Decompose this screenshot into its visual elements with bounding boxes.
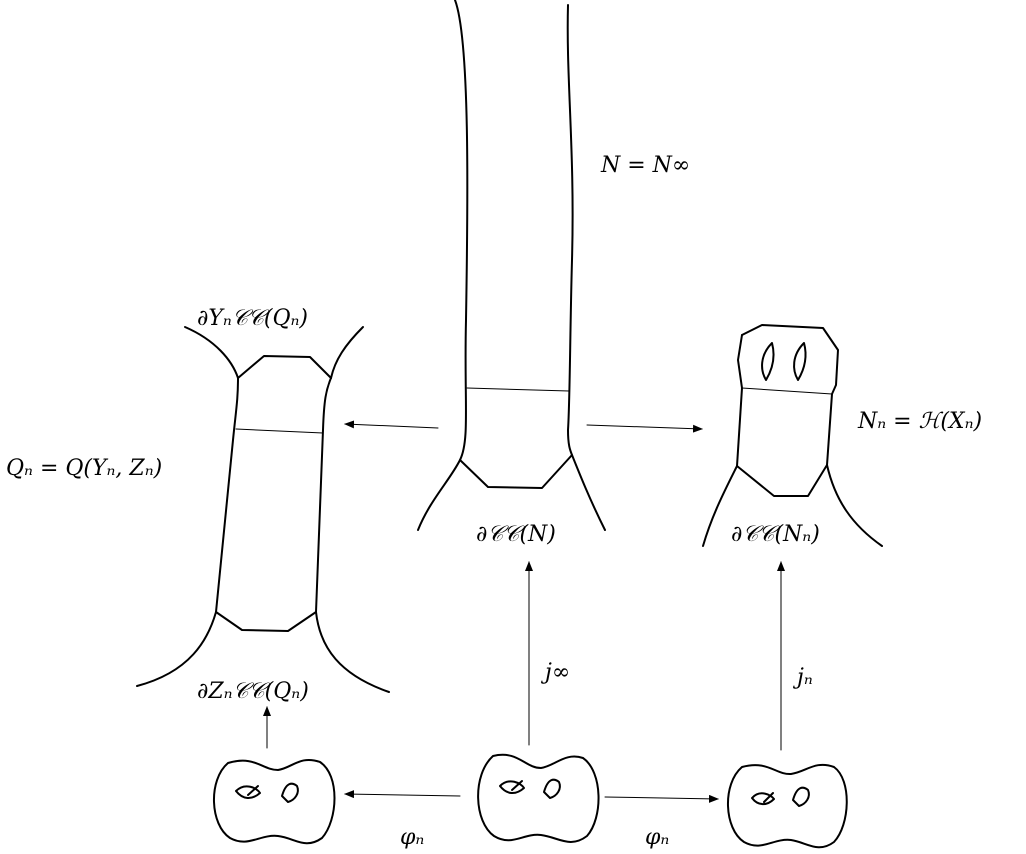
arrow-to-q-n bbox=[344, 420, 439, 429]
arrow-phi-left bbox=[344, 790, 461, 799]
label-boundary-n-n: ∂𝒞𝒞(Nₙ) bbox=[731, 522, 820, 547]
label-boundary-z: ∂Zₙ𝒞𝒞(Qₙ) bbox=[197, 679, 309, 704]
manifold-n-infinity bbox=[417, 0, 606, 531]
label-phi-left: φₙ bbox=[400, 825, 424, 850]
label-n-n-hull: Nₙ = ℋ(Xₙ) bbox=[857, 409, 982, 434]
label-j-n: jₙ bbox=[792, 665, 813, 690]
label-j-infinity: j∞ bbox=[540, 660, 570, 685]
label-q-n: Qₙ = Q(Yₙ, Zₙ) bbox=[6, 456, 162, 481]
surface-right bbox=[727, 763, 848, 849]
label-n-infinity: N = N∞ bbox=[600, 153, 690, 178]
cut-line-center bbox=[466, 387, 570, 392]
label-phi-right: φₙ bbox=[645, 825, 669, 850]
arrow-to-n-n bbox=[586, 424, 703, 433]
surface-center bbox=[477, 753, 600, 843]
curve-mark-1 bbox=[761, 342, 775, 381]
curve-mark-2 bbox=[793, 342, 807, 381]
manifold-q-n bbox=[136, 326, 390, 693]
label-boundary-y: ∂Yₙ𝒞𝒞(Qₙ) bbox=[197, 306, 308, 331]
label-boundary-n: ∂𝒞𝒞(N) bbox=[476, 522, 556, 547]
arrow-phi-right bbox=[604, 794, 719, 803]
surface-left bbox=[213, 759, 336, 845]
manifold-n-n bbox=[702, 324, 883, 547]
cut-line-right bbox=[741, 387, 833, 395]
cut-line-left bbox=[235, 428, 324, 434]
